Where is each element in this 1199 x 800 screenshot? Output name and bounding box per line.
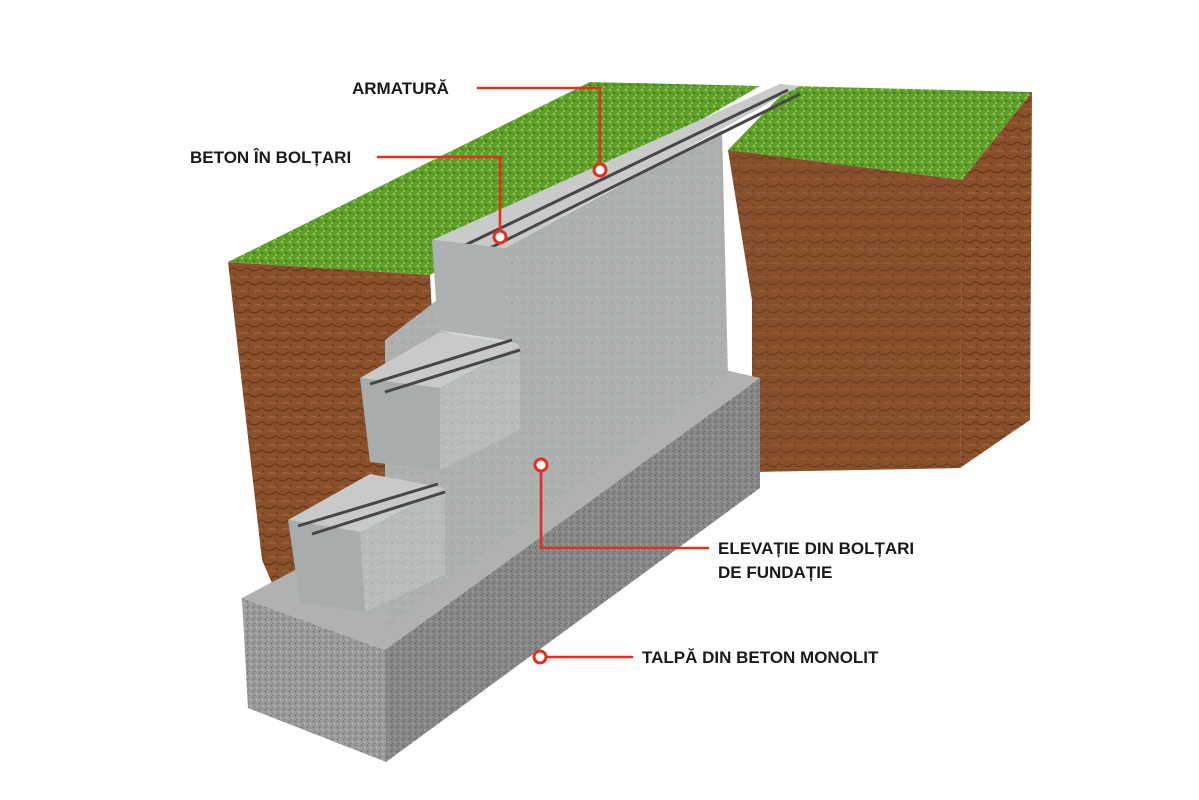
rebar-bot-2 [311, 490, 446, 536]
rebar-mid-1 [369, 338, 513, 386]
label-elevatie-line2: DE FUNDAȚIE [718, 563, 832, 582]
footing-side [385, 378, 760, 762]
wall-long-face-shade [385, 130, 728, 628]
right-soil-block [728, 86, 1032, 472]
label-elevatie-line1: ELEVAȚIE DIN BOLȚARI [718, 539, 914, 558]
leader-armatura [476, 86, 602, 170]
rebar-bot-1 [297, 482, 439, 528]
end-block-mid-face [360, 378, 440, 470]
leader-elevatie [539, 469, 710, 550]
callout-beton-in-boltari: BETON ÎN BOLȚARI [190, 148, 508, 245]
rebar-top-2 [469, 92, 801, 260]
callout-armatura: ARMATURĂ [352, 79, 608, 178]
dot-talpa [532, 649, 548, 665]
end-block-top-front [438, 330, 520, 345]
end-block-bot-face [288, 520, 365, 612]
dot-armatura [592, 162, 608, 178]
end-block-top-face [432, 240, 505, 340]
wall-top [432, 84, 800, 248]
block-wall [288, 84, 801, 628]
callout-talpa: TALPĂ DIN BETON MONOLIT [532, 648, 879, 667]
dot-beton-in-boltari [492, 229, 508, 245]
right-soil-side [960, 92, 1032, 468]
right-soil-front-texture [728, 150, 962, 472]
footing-side-shade [385, 378, 760, 762]
dot-elevatie [533, 457, 549, 473]
rebar-top-1 [454, 88, 789, 252]
end-block-bot-front [360, 488, 445, 612]
label-talpa: TALPĂ DIN BETON MONOLIT [642, 648, 879, 667]
footing-front [242, 598, 386, 762]
callout-elevatie: ELEVAȚIE DIN BOLȚARI DE FUNDAȚIE [533, 457, 914, 582]
label-armatura: ARMATURĂ [352, 79, 449, 98]
rebar-mid-2 [384, 348, 521, 394]
wall-long-face [385, 130, 728, 628]
left-grass-top [228, 82, 760, 275]
label-beton-in-boltari: BETON ÎN BOLȚARI [190, 148, 351, 167]
end-block-mid-front [440, 345, 520, 470]
right-grass-top [728, 86, 1032, 180]
leader-beton-in-boltari [376, 155, 502, 237]
